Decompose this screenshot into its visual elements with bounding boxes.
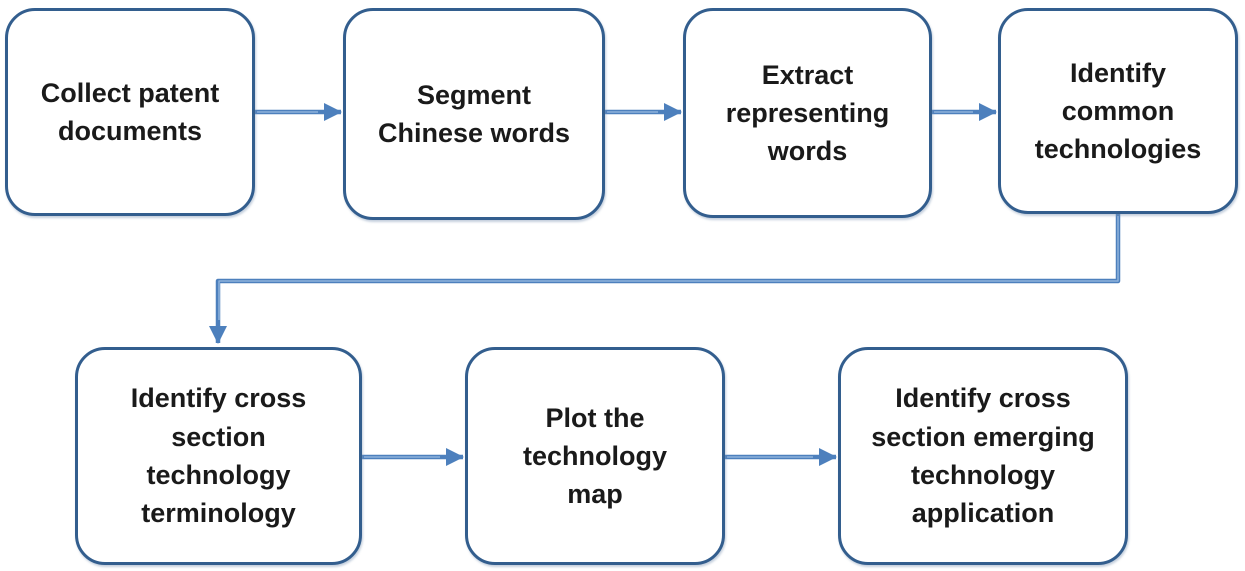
node-identify-cross-section-technology-terminology: Identify cross section technology termin… bbox=[75, 347, 362, 565]
node-segment-chinese-words: Segment Chinese words bbox=[343, 8, 605, 220]
node-identify-cross-section-emerging-technology-application: Identify cross section emerging technolo… bbox=[838, 347, 1128, 565]
node-label: Extract representing words bbox=[725, 59, 890, 167]
node-label: Identify common technologies bbox=[1034, 57, 1202, 165]
arrow-identify-common-to-cross-section bbox=[209, 214, 1121, 344]
node-label: Collect patent documents bbox=[40, 77, 220, 146]
node-collect-patent-documents: Collect patent documents bbox=[5, 8, 255, 216]
node-plot-the-technology-map: Plot the technology map bbox=[465, 347, 725, 565]
node-label: Plot the technology map bbox=[522, 402, 667, 510]
node-extract-representing-words: Extract representing words bbox=[683, 8, 932, 218]
node-label: Segment Chinese words bbox=[377, 79, 571, 148]
node-label: Identify cross section technology termin… bbox=[130, 383, 307, 529]
node-identify-common-technologies: Identify common technologies bbox=[998, 8, 1238, 214]
arrow-identify-common-to-cross-section-highlight bbox=[218, 216, 1119, 320]
node-label: Identify cross section emerging technolo… bbox=[871, 383, 1095, 529]
